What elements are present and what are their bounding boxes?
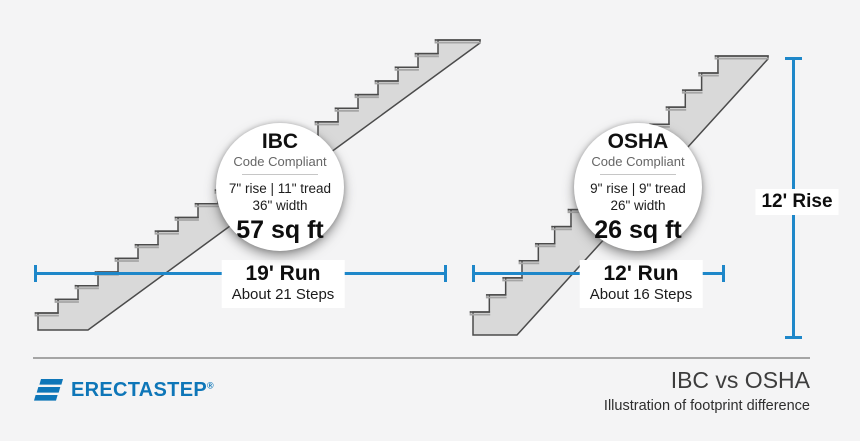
- erectastep-stairs-icon: [34, 379, 63, 401]
- osha-run-value: 12' Run: [603, 262, 679, 285]
- osha-run-right-cap: [722, 265, 725, 282]
- ibc-run-steps: About 21 Steps: [231, 286, 335, 304]
- rise-label: 12' Rise: [755, 189, 839, 215]
- ibc-run-left-cap: [34, 265, 37, 282]
- logo-brand-text: ERECTASTEP: [71, 378, 207, 401]
- erectastep-logo: ERECTASTEP®: [33, 378, 214, 402]
- footer-subtitle: Illustration of footprint difference: [603, 397, 810, 414]
- footer-divider: [33, 357, 810, 359]
- ibc-badge-subtitle: Code Compliant: [233, 153, 327, 169]
- ibc-badge: IBC Code Compliant 7" rise | 11" tread 3…: [216, 123, 344, 251]
- footer-title: IBC vs OSHA: [670, 367, 810, 393]
- rise-top-cap: [785, 57, 802, 60]
- osha-badge-divider: [600, 174, 676, 176]
- osha-badge-area: 26 sq ft: [594, 215, 682, 244]
- ibc-badge-title: IBC: [261, 129, 299, 153]
- ibc-run-value: 19' Run: [245, 262, 321, 285]
- osha-run-steps: About 16 Steps: [589, 286, 693, 304]
- osha-badge-subtitle: Code Compliant: [591, 153, 685, 169]
- ibc-badge-rise-tread: 7" rise | 11" tread: [228, 181, 332, 197]
- osha-badge: OSHA Code Compliant 9" rise | 9" tread 2…: [574, 123, 702, 251]
- osha-badge-width: 26" width: [610, 198, 666, 214]
- osha-run-left-cap: [472, 265, 475, 282]
- ibc-badge-divider: [242, 174, 318, 176]
- osha-badge-rise-tread: 9" rise | 9" tread: [590, 181, 686, 197]
- ibc-run-label: 19' Run About 21 Steps: [221, 260, 345, 308]
- ibc-run-right-cap: [444, 265, 447, 282]
- rise-bottom-cap: [785, 336, 802, 339]
- ibc-badge-width: 36" width: [252, 198, 308, 214]
- logo-wordmark: ERECTASTEP®: [71, 379, 214, 402]
- ibc-badge-area: 57 sq ft: [236, 215, 324, 244]
- osha-badge-title: OSHA: [607, 129, 669, 153]
- footer-caption: IBC vs OSHA Illustration of footprint di…: [604, 367, 810, 415]
- registered-mark: ®: [206, 379, 214, 390]
- osha-run-label: 12' Run About 16 Steps: [579, 260, 703, 308]
